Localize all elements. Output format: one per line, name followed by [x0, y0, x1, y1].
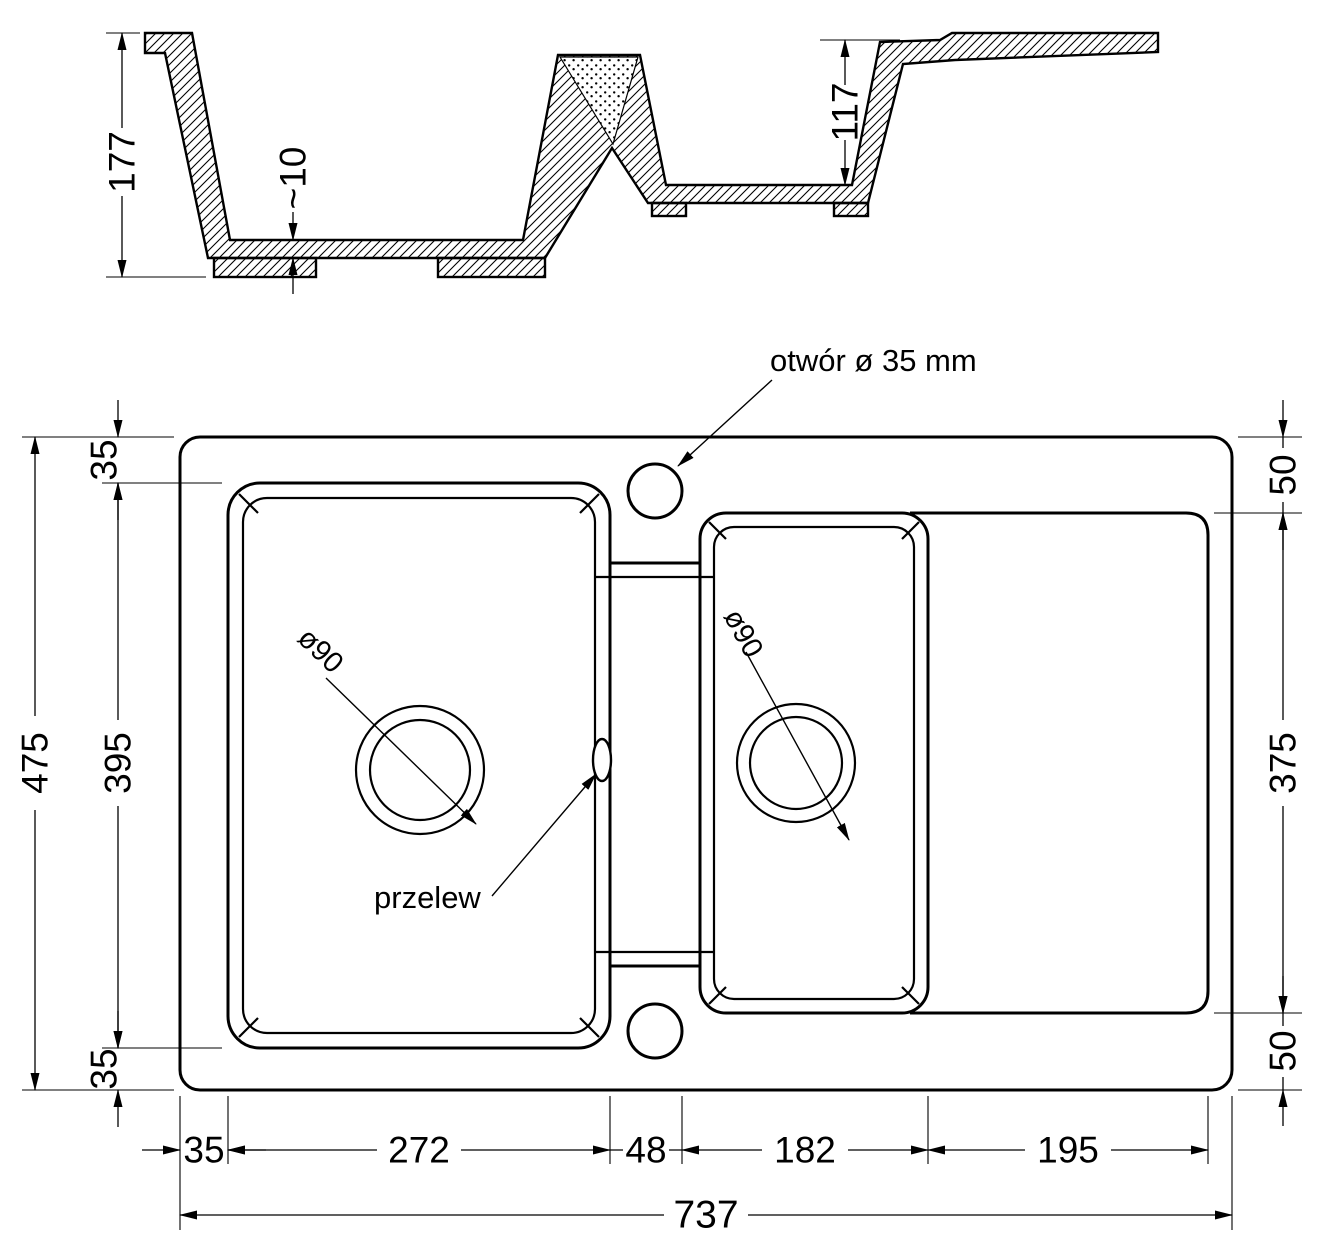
dim-right-margin-bottom-value: 50: [1263, 1030, 1304, 1071]
right-bowl-outer: [698, 511, 930, 1015]
dim-drainer-width-value: 195: [1037, 1130, 1099, 1171]
dim-bowl2-width-value: 182: [774, 1130, 836, 1171]
annotation-drain-right: ø90: [717, 604, 850, 841]
section-foot-right-1: [650, 201, 688, 218]
dim-right-margin-top-value: 50: [1263, 454, 1304, 495]
dim-depth-left-value: 177: [102, 131, 143, 193]
dim-total-height-value: 475: [15, 732, 56, 794]
annotation-drain-left-label: ø90: [291, 622, 349, 680]
dim-bottom-margin-left-value: 35: [183, 1130, 224, 1171]
divider-stipple: [558, 56, 639, 146]
dim-divider-width-value: 48: [625, 1130, 666, 1171]
callout-faucet-hole-label: otwór ø 35 mm: [770, 343, 977, 378]
left-bowl-inner: [241, 496, 597, 1035]
callout-faucet-hole-leader: [677, 379, 773, 467]
section-foot-left-2: [436, 256, 547, 279]
annotation-drain-right-label: ø90: [717, 604, 769, 663]
dim-left-margin-top-value: 35: [84, 439, 125, 480]
divider-channel-inner: [595, 575, 714, 954]
plan-view: otwór ø 35 mm przelew ø90 ø90 475 395: [15, 343, 1304, 1237]
callout-faucet-hole: otwór ø 35 mm: [677, 343, 977, 467]
right-bowl-corner-ticks: [708, 521, 920, 1005]
left-bowl-corner-ticks: [238, 493, 600, 1038]
drain-right-outer: [735, 702, 857, 824]
annotation-drain-left-leader: [325, 677, 477, 825]
plan-dimensions: 475 395 35 35 50 375 50: [15, 400, 1304, 1237]
divider-channel-outer: [610, 561, 700, 968]
section-foot-right-2: [832, 201, 870, 218]
faucet-hole-top: [626, 462, 684, 520]
callout-overflow-label: przelew: [374, 880, 481, 915]
drain-left-outer: [354, 704, 486, 836]
left-bowl: [226, 481, 612, 1050]
drain-right-inner: [748, 715, 844, 811]
callout-overflow: przelew: [374, 773, 597, 915]
annotation-drain-left: ø90: [291, 622, 477, 825]
section-view: 177 ~10 117: [102, 31, 1160, 294]
dim-depth-right-value: 117: [825, 83, 866, 142]
faucet-hole-bottom: [626, 1002, 684, 1060]
dim-total-width-value: 737: [673, 1194, 738, 1237]
extension-lines: [22, 436, 1302, 1230]
annotation-drain-right-leader: [745, 651, 850, 841]
dim-drainer-height-value: 375: [1263, 732, 1304, 794]
dim-bottom-thickness-value: ~10: [273, 147, 314, 210]
overflow-opening: [591, 737, 613, 783]
section-sink-body: [143, 31, 1160, 260]
dim-depth-right: 117: [820, 40, 900, 185]
dim-bowl-height-value: 395: [98, 732, 139, 794]
sink-outline: [178, 435, 1234, 1092]
section-foot-left-1: [212, 256, 318, 279]
right-bowl: [698, 511, 930, 1015]
left-bowl-outer: [226, 481, 612, 1050]
dim-depth-left: 177: [102, 33, 206, 277]
dim-bottom-thickness: ~10: [273, 147, 314, 294]
dim-left-margin-bottom-value: 35: [84, 1048, 125, 1089]
dim-bowl1-width-value: 272: [388, 1130, 450, 1171]
callout-overflow-leader: [491, 773, 597, 897]
drainboard-outline: [910, 511, 1210, 1015]
right-bowl-inner: [712, 525, 916, 1001]
drain-left-inner: [368, 718, 472, 822]
